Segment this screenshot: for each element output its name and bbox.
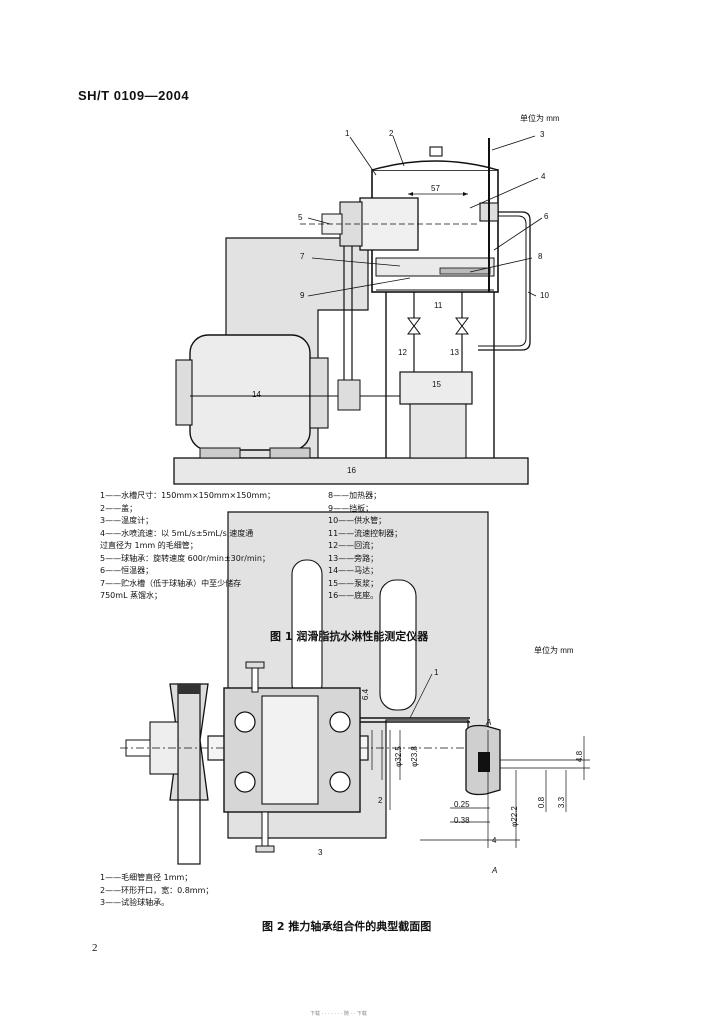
- document-number: SH/T 0109—2004: [78, 88, 190, 103]
- inner-sleeve: [261, 695, 319, 805]
- lid-knob: [429, 146, 443, 157]
- nut-bottom: [255, 845, 275, 853]
- legend-item: 14——马达；: [328, 566, 379, 575]
- legend-item: 9——挡板；: [328, 503, 374, 513]
- ball-bottom-right: [329, 771, 351, 793]
- frame-slot-right: [379, 579, 417, 711]
- dim-phi-23-8: φ23.8: [409, 746, 419, 767]
- page-number: 2: [92, 942, 98, 954]
- tank-lid: [371, 160, 499, 171]
- fig2-callout-3: 3: [318, 848, 323, 857]
- flow-valve-left: [407, 317, 421, 335]
- fig1-callout-1: 1: [345, 129, 350, 138]
- ball-bottom-left: [234, 771, 256, 793]
- motor-flange: [309, 357, 329, 429]
- annular-opening: [478, 752, 490, 772]
- dim-0-38: 0.38: [454, 816, 470, 825]
- fig1-callout-14: 14: [252, 390, 261, 399]
- legend-item: 6——恒温器；: [100, 566, 154, 575]
- section-mark-a-bottom: A: [492, 866, 498, 875]
- figure2-caption: 图 2 推力轴承组合件的典型截面图: [262, 920, 432, 933]
- motor-foot-left: [199, 447, 241, 459]
- legend-item: 过直径为 1mm 的毛细管；: [100, 541, 198, 550]
- legend-item: 2——环形开口，宽：0.8mm；: [100, 885, 214, 895]
- pump-body: [399, 371, 473, 405]
- dim-0-8: 0.8: [537, 796, 547, 809]
- fig1-callout-12: 12: [398, 348, 407, 357]
- figure2-unit-label: 单位为 mm: [534, 646, 574, 655]
- fig1-callout-3: 3: [540, 130, 545, 139]
- legend-item: 2——盖；: [100, 503, 138, 513]
- fig2-callout-1: 1: [434, 668, 439, 677]
- legend-item: 7——贮水槽（低于球轴承）中至少储存: [100, 578, 242, 588]
- fig1-dimension-57: 57: [431, 184, 440, 193]
- base-plate: [173, 457, 529, 485]
- legend-item: 3——试验球轴承。: [100, 898, 170, 907]
- legend-item: 1——毛细管直径 1mm；: [100, 873, 193, 882]
- dim-2: 2: [378, 796, 383, 805]
- figure1-caption: 图 1 润滑脂抗水淋性能测定仪器: [270, 630, 429, 643]
- ball-top-right: [329, 711, 351, 733]
- dim-4: 4: [492, 836, 497, 845]
- legend-item: 16——底座。: [328, 591, 379, 600]
- fig1-callout-13: 13: [450, 348, 459, 357]
- fig1-callout-6: 6: [544, 212, 549, 221]
- fig1-callout-16: 16: [347, 466, 356, 475]
- fig1-callout-8: 8: [538, 252, 543, 261]
- legend-item: 5——球轴承：旋转速度 600r/min±30r/min；: [100, 553, 270, 563]
- legend-item: 10——供水管；: [328, 516, 387, 525]
- fig1-callout-10: 10: [540, 291, 549, 300]
- legend-item: 13——旁路；: [328, 553, 379, 563]
- legend-item: 1——水槽尺寸：150mm×150mm×150mm；: [100, 491, 276, 500]
- ball-top-left: [234, 711, 256, 733]
- fig1-callout-4: 4: [541, 172, 546, 181]
- legend-item: 8——加热器；: [328, 491, 382, 500]
- pulley-belt-top: [178, 684, 200, 694]
- dim-4-8: 4.8: [575, 750, 585, 763]
- fig1-callout-7: 7: [300, 252, 305, 261]
- figure2-legend: 1——毛细管直径 1mm； 2——环形开口，宽：0.8mm； 3——试验球轴承。: [100, 872, 213, 910]
- dim-phi-22-2: φ22.2: [509, 806, 519, 827]
- pump-base: [409, 403, 467, 459]
- motor-foot-right: [269, 447, 311, 459]
- flow-valve-right: [455, 317, 469, 335]
- dim-0-25: 0.25: [454, 800, 470, 809]
- motor-end-cap: [175, 359, 193, 426]
- figure2-dimension-lines: [371, 673, 585, 848]
- fig1-callout-9: 9: [300, 291, 305, 300]
- dim-3-3: 3.3: [557, 796, 567, 809]
- footer-watermark: 下载 · · · · · · · 随 · · 下载: [310, 1011, 367, 1017]
- legend-item: 4——水喷流速：以 5mL/s±5mL/s 速度通: [100, 528, 254, 538]
- legend-item: 750mL 蒸馏水；: [100, 591, 163, 600]
- supply-pipe: [478, 211, 531, 351]
- fig1-callout-2: 2: [389, 129, 394, 138]
- motor-pulley: [337, 379, 361, 411]
- legend-item: 12——回流；: [328, 541, 379, 550]
- fig1-callout-5: 5: [298, 213, 303, 222]
- dim-phi-32-5: φ32.5: [393, 746, 403, 767]
- legend-item: 11——流速控制器；: [328, 528, 403, 538]
- figure1-leader-lines: [307, 135, 543, 297]
- dim-6-4: 6.4: [361, 688, 371, 701]
- legend-item: 3——温度计；: [100, 516, 154, 525]
- figure1-legend-left: 1——水槽尺寸：150mm×150mm×150mm； 2——盖； 3——温度计；…: [100, 490, 275, 603]
- nut-top-left: [245, 661, 265, 669]
- figure1-unit-label: 单位为 mm: [520, 114, 560, 123]
- fig1-callout-11: 11: [434, 301, 443, 310]
- fig1-callout-15: 15: [432, 380, 441, 389]
- section-mark-a-top: A: [486, 718, 492, 727]
- legend-item: 15——泵浆；: [328, 578, 379, 588]
- figure1-legend-right: 8——加热器； 9——挡板； 10——供水管； 11——流速控制器； 12——回…: [328, 490, 402, 603]
- supply-pipe-inner: [478, 215, 527, 347]
